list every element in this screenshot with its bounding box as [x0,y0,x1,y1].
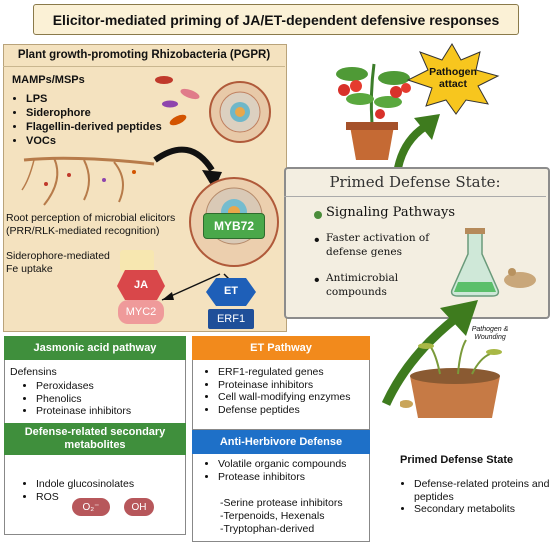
pathogen-attack-starburst [406,43,500,115]
ja-pathway-list: Peroxidases Phenolics Proteinase inhibit… [20,380,131,418]
pathogen-attack-label: Pathogen attact [429,66,477,90]
fe-uptake-image [120,250,154,272]
anti-herbivore-item: Protease inhibitors [218,471,378,484]
siderophore-text-2: Fe uptake [6,263,53,275]
mamps-item: Flagellin-derived peptides [26,120,162,134]
secondary-metabolites-header: Defense-related secondary metabolites [4,423,186,455]
pgpr-title: Plant growth-promoting Rhizobacteria (PG… [3,44,285,67]
mamps-item: LPS [26,92,162,106]
primed-item: Antimicrobial compounds [326,272,399,298]
root-perception-text: Root perception of microbial elicitors (… [6,212,176,237]
ja-pathway-item: Proteinase inhibitors [36,405,131,418]
anti-herbivore-subitem: -Tryptophan-derived [220,523,315,535]
et-chip: ET [223,285,239,297]
signaling-pathways-label: Signaling Pathways [326,205,456,220]
et-pathway-header: ET Pathway [192,336,370,360]
et-pathway-item: Cell wall-modifying enzymes [218,391,350,404]
primed-state-item: Secondary metabolits [414,503,550,516]
tomato-plant-illustration [336,63,411,160]
secondary-item: ROS [36,491,134,504]
defensins-label: Defensins [10,366,57,378]
hydroxyl-badge: OH [124,498,154,516]
ja-chip: JA [133,279,149,291]
primed-state-list: Defense-related proteins and peptides Se… [398,478,550,516]
anti-herbivore-list: Volatile organic compounds Protease inhi… [202,458,378,483]
secondary-item: Indole glucosinolates [36,478,134,491]
mamps-list: LPS Siderophore Flagellin-derived peptid… [12,92,162,148]
arrow-to-primed-box [381,300,478,406]
primed-state-heading: Primed Defense State [400,454,514,466]
ja-pathway-item: Peroxidases [36,380,131,393]
primed-defense-title: Primed Defense State: [329,173,501,191]
anti-herbivore-item: Volatile organic compounds [218,458,378,471]
pot-illustration [400,339,502,418]
diagram-title: Elicitor-mediated priming of JA/ET-depen… [33,4,519,35]
superoxide-badge: O₂⁻ [72,498,110,516]
myb72-label: MYB72 [203,213,265,239]
et-pathway-item: Defense peptides [218,404,350,417]
et-pathway-item: Proteinase inhibitors [218,379,350,392]
anti-herbivore-subitem: -Serine protease inhibitors [220,497,343,509]
primed-state-item: Defense-related proteins and peptides [414,478,550,503]
signaling-bullet [314,211,322,219]
mamps-item: Siderophore [26,106,162,120]
primed-defense-box [284,167,550,319]
roots-illustration [21,156,155,206]
arrow-to-plant [394,114,440,169]
anti-herbivore-subitem: -Terpenoids, Hexenals [220,510,325,522]
et-pathway-item: ERF1-regulated genes [218,366,350,379]
ja-chip-shape [117,270,165,324]
mamps-item: VOCs [26,134,162,148]
et-pathway-list: ERF1-regulated genes Proteinase inhibito… [202,366,350,416]
erf1-chip: ERF1 [216,313,246,325]
anti-herbivore-header: Anti-Herbivore Defense [192,430,370,454]
mamps-heading: MAMPs/MSPs [12,74,85,86]
primed-item: Faster activation of defense genes [326,232,430,258]
primed-item-bullet: • [314,272,320,289]
et-chip-shape [206,278,256,329]
ja-pathway-item: Phenolics [36,393,131,406]
myc2-chip: MYC2 [125,306,157,318]
flask-illustration [450,228,536,297]
primed-item-bullet: • [314,232,320,249]
siderophore-text-1: Siderophore-mediated [6,250,110,262]
primed-divider [284,196,546,197]
pathogen-wounding-label: Pathogen & Wounding [471,326,509,341]
arrow-to-cell [153,146,222,190]
bacteria-illustration [155,76,271,143]
secondary-list: Indole glucosinolates ROS [20,478,134,503]
ja-pathway-header: Jasmonic acid pathway [4,336,186,360]
